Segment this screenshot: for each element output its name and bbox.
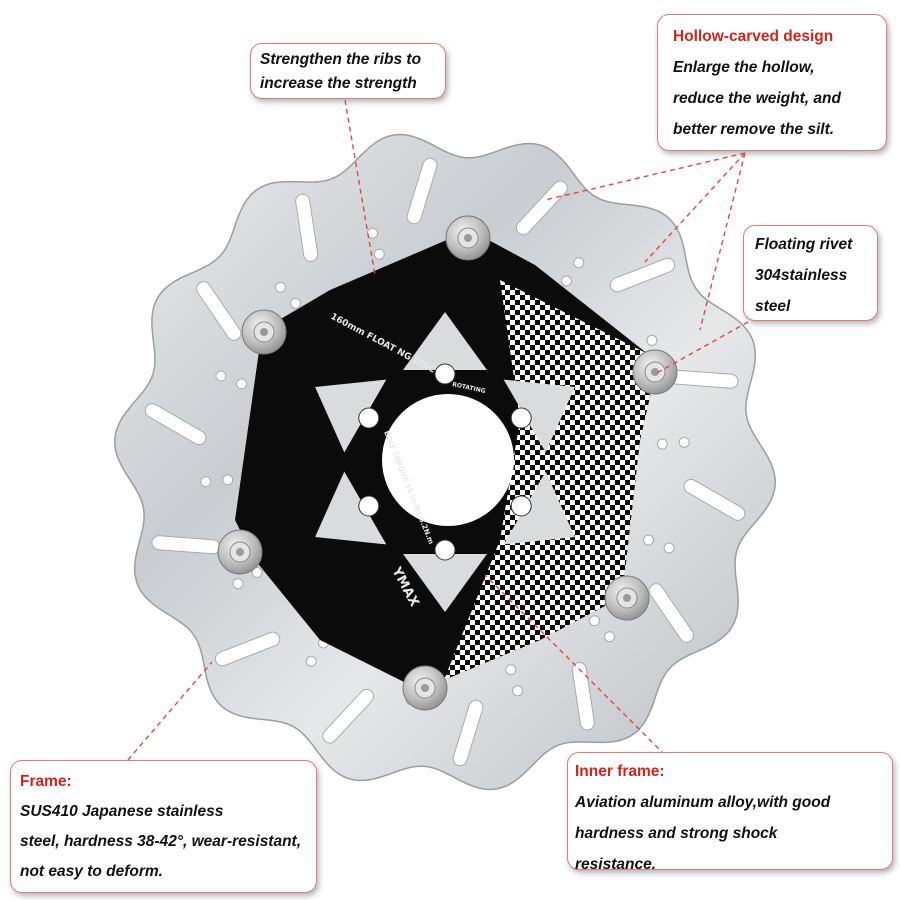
rotor-slot (609, 257, 676, 293)
leader-ribs (344, 99, 376, 276)
rotor-slot (515, 180, 568, 236)
rotor-hole (663, 542, 675, 554)
floating-rivet (217, 529, 263, 575)
spider-cutout (403, 312, 487, 370)
bolt-hole (434, 539, 456, 561)
rotor-hole (505, 664, 517, 676)
callout-hollow-carved: Hollow-carved design Enlarge the hollow,… (657, 14, 887, 151)
inner-title: Inner frame: (575, 763, 665, 780)
rotor-hole (200, 476, 212, 488)
rotor-slot (452, 699, 484, 767)
rotor-slot (648, 583, 695, 643)
bolt-hole (434, 363, 456, 385)
callout-frame: Frame: SUS410 Japanese stainless steel, … (10, 760, 317, 893)
spider-cutout (315, 471, 387, 545)
rivet-line-3: steel (755, 298, 791, 315)
rotor-slot (683, 478, 746, 521)
ribs-line-2: increase the strength (260, 75, 417, 92)
callout-leader-lines (127, 99, 749, 761)
callout-ribs: Strengthen the ribs to increase the stre… (250, 43, 446, 99)
inner-line-1: Aviation aluminum alloy,with good (575, 794, 831, 811)
hollow-title: Hollow-carved design (673, 28, 834, 45)
rotor-hole (656, 438, 668, 450)
rotor-slot (214, 631, 281, 667)
rotor-slots (144, 157, 746, 767)
leader-hollow-b (644, 152, 746, 263)
rotor-hole (589, 615, 600, 627)
rotor-slot (571, 662, 595, 731)
rotor-hole (512, 685, 523, 697)
inner-frame-spider: 160mm FLOAT NG DISC ROTATING BOLT TORQUE… (235, 230, 658, 690)
floating-rivet (402, 665, 448, 711)
rotor-hole (232, 578, 244, 590)
rotor-hole (274, 281, 286, 293)
rotor-hole (215, 370, 227, 382)
rotor-slot (406, 157, 438, 225)
rotor-hole (305, 655, 317, 667)
rotor-hole (678, 436, 690, 448)
rotor-hole (561, 275, 572, 287)
rotor-hole (604, 631, 616, 643)
floating-rivet (241, 309, 287, 355)
floating-rivet (445, 215, 491, 261)
rotor-slot (195, 281, 242, 341)
hollow-line-3: better remove the silt. (673, 121, 835, 138)
leader-inner (484, 574, 666, 756)
leader-frame (127, 661, 213, 761)
rotor-hole (646, 334, 658, 346)
rotor-hole (222, 474, 234, 486)
rotor-hole (251, 566, 263, 578)
floating-rivet (632, 349, 678, 395)
rotor-slot (144, 403, 207, 446)
floating-rivet (604, 575, 650, 621)
spider-cutout (503, 471, 575, 545)
rotor-hole (236, 378, 247, 390)
ribs-line-1: Strengthen the ribs to (260, 51, 422, 68)
frame-line-3: not easy to deform. (20, 863, 163, 880)
bolt-hole (510, 407, 532, 429)
inner-line-2: hardness and strong shock (575, 825, 778, 842)
spider-cutout (403, 554, 487, 612)
hollow-line-1: Enlarge the hollow, (673, 59, 815, 76)
callout-inner-frame: Inner frame: Aviation aluminum alloy,wit… (567, 752, 893, 873)
rivet-line-1: Floating rivet (755, 236, 853, 253)
rotor-hole (290, 297, 301, 309)
inner-line-3: resistance. (575, 856, 656, 873)
bolt-holes (358, 363, 532, 561)
leader-hollow-a (544, 152, 746, 201)
rivet-line-2: 304stainless (755, 267, 848, 284)
callout-floating-rivet: Floating rivet 304stainless steel (743, 225, 878, 321)
hollow-line-2: reduce the weight, and (673, 90, 841, 107)
spider-cutout (503, 379, 575, 453)
bolt-hole (510, 495, 532, 517)
spider-cutout (315, 379, 387, 453)
rotor-slot (295, 193, 319, 262)
rotor-hole (373, 248, 385, 260)
center-bore (382, 394, 514, 526)
rotor-slot (322, 688, 375, 744)
frame-title: Frame: (20, 773, 72, 790)
frame-line-1: SUS410 Japanese stainless (20, 803, 224, 820)
spider-cutouts (315, 312, 575, 612)
bolt-hole (358, 407, 380, 429)
rotor-hole (573, 257, 585, 269)
rotor-holes (200, 218, 690, 706)
floating-rivets (217, 215, 678, 711)
bolt-hole (358, 495, 380, 517)
frame-line-2: steel, hardness 38-42°, wear-resistant, (20, 833, 302, 850)
rotor-hole (643, 534, 654, 546)
leader-hollow-c (699, 152, 746, 331)
